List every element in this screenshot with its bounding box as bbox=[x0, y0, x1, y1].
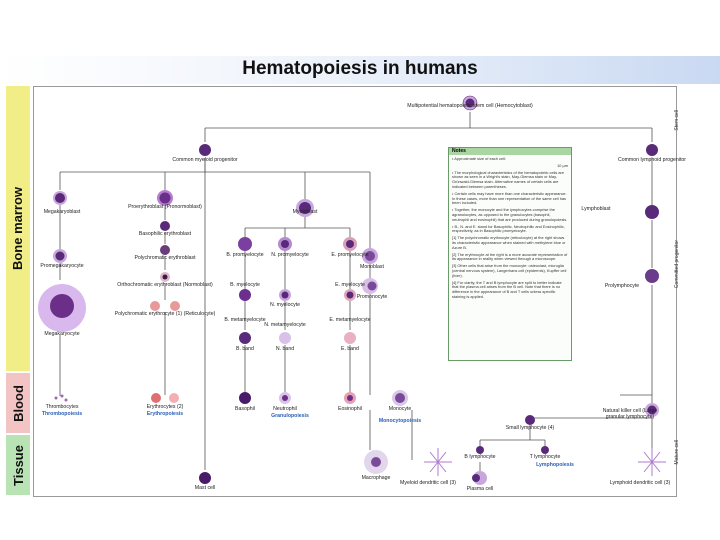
label-b-lymphocyte: B lymphocyte bbox=[464, 454, 496, 460]
mast-cell-glyph bbox=[199, 472, 211, 484]
erythrocyte-glyph bbox=[151, 393, 161, 403]
tissue-sidebar: Bone marrow Blood Tissue bbox=[6, 86, 30, 495]
notes-line: [3] Other cells that arise from the mono… bbox=[452, 263, 567, 278]
myeloid-dc-glyph bbox=[424, 448, 452, 476]
label-plasma-cell: Plasma cell bbox=[466, 486, 494, 492]
band-bone-marrow: Bone marrow bbox=[6, 86, 30, 371]
prolymphocyte-glyph bbox=[645, 269, 659, 283]
reticulocyte-glyph bbox=[150, 301, 160, 311]
notes-scale: 10 µm bbox=[557, 162, 568, 168]
notes-heading: Notes bbox=[449, 148, 571, 155]
notes-line: [1] The polychromatic erythrocyte (retic… bbox=[452, 235, 566, 250]
band-blood: Blood bbox=[6, 373, 30, 433]
b-promyelocyte-glyph bbox=[238, 237, 252, 251]
label-proerythroblast: Proerythroblast (Pronormoblast) bbox=[128, 204, 202, 210]
label-orthochromatic: Orthochromatic erythroblast (Normoblast) bbox=[117, 282, 213, 288]
label-e-promyelocyte: E. promyelocyte bbox=[331, 252, 369, 258]
label-basophil: Basophil bbox=[235, 406, 255, 412]
label-b-metamyelocyte: B. metamyelocyte bbox=[224, 317, 266, 323]
erythrocyte-glyph-2 bbox=[169, 393, 179, 403]
label-n-metamyelocyte: N. metamyelocyte bbox=[264, 322, 306, 328]
label-prolymphocyte: Prolymphocyte bbox=[604, 283, 640, 289]
cell-glyphs bbox=[38, 95, 666, 485]
label-n-promyelocyte: N. promyelocyte bbox=[271, 252, 309, 258]
lymphoid-dc-glyph bbox=[638, 448, 666, 476]
label-erythropoiesis: Erythropoiesis bbox=[146, 411, 184, 417]
label-myeloid-progenitor: Common myeloid progenitor bbox=[172, 157, 238, 163]
b-band-glyph bbox=[239, 332, 251, 344]
label-b-promyelocyte: B. promyelocyte bbox=[226, 252, 264, 258]
label-thrombocytes: Thrombocytes bbox=[45, 404, 79, 410]
basophilic-erythroblast-glyph bbox=[160, 221, 170, 231]
label-b-band: B. band bbox=[236, 346, 254, 352]
label-e-metamyelocyte: E. metamyelocyte bbox=[329, 317, 371, 323]
label-small-lymphocyte: Small lymphocyte (4) bbox=[505, 425, 555, 431]
label-eosinophil: Eosinophil bbox=[338, 406, 362, 412]
label-promegakaryocyte: Promegakaryocyte bbox=[40, 263, 84, 269]
b-myelocyte-glyph bbox=[239, 289, 251, 301]
label-promonocyte: Promonocyte bbox=[356, 294, 388, 300]
label-n-myelocyte: N. myelocyte bbox=[270, 302, 300, 308]
myeloid-progenitor-glyph bbox=[199, 144, 211, 156]
label-stem-cell: Multipotential hematopoietic stem cell (… bbox=[407, 103, 533, 109]
b-lymphocyte-glyph bbox=[476, 446, 484, 454]
label-granulopoiesis: Granulopoiesis bbox=[271, 413, 309, 419]
stem-cell-nucleus bbox=[465, 98, 475, 108]
label-megakaryocyte: Megakaryocyte bbox=[44, 331, 80, 337]
page-title: Hematopoiesis in humans bbox=[242, 58, 478, 79]
label-monoblast: Monoblast bbox=[360, 264, 384, 270]
label-macrophage: Macrophage bbox=[361, 475, 391, 481]
label-myeloblast: Myeloblast bbox=[292, 209, 318, 215]
band-tissue: Tissue bbox=[6, 435, 30, 495]
label-monocytopoiesis: Monocytopoiesis bbox=[378, 418, 422, 424]
thrombocytes-glyph bbox=[54, 394, 68, 402]
label-n-band: N. band bbox=[275, 346, 295, 352]
reticulocyte-glyph-2 bbox=[170, 301, 180, 311]
notes-line: • Together, the monocyte and the lymphoc… bbox=[452, 207, 568, 222]
t-lymphocyte-glyph bbox=[541, 446, 549, 454]
label-megakaryoblast: Megakaryoblast bbox=[43, 209, 81, 215]
n-band-glyph bbox=[279, 332, 291, 344]
notes-line: • Certain cells may have more than one c… bbox=[452, 190, 567, 206]
polychromatic-erythroblast-glyph bbox=[160, 245, 170, 255]
label-mast-cell: Mast cell bbox=[194, 485, 216, 491]
connector-lines bbox=[59, 112, 653, 475]
label-e-band: E. band bbox=[341, 346, 359, 352]
notes-line: • The morphological characteristics of t… bbox=[452, 169, 565, 189]
e-band-glyph bbox=[344, 332, 356, 344]
label-neutrophil: Neutrophil bbox=[273, 406, 297, 412]
notes-line: • B., N. and E. stand for Basophilic, Ne… bbox=[452, 223, 565, 234]
label-reticulocyte: Polychromatic erythrocyte (1) (Reticuloc… bbox=[114, 311, 216, 317]
notes-line: [2] The erythrocyte at the right is a mo… bbox=[452, 251, 568, 262]
label-myeloid-dc: Myeloid dendritic cell (3) bbox=[400, 480, 456, 486]
label-lymphoblast: Lymphoblast bbox=[581, 206, 611, 212]
lymphoid-progenitor-glyph bbox=[646, 144, 658, 156]
notes-line: • Approximate size of each cell: bbox=[452, 156, 506, 161]
label-lymphopoiesis: Lymphopoiesis bbox=[536, 462, 574, 468]
title-bar bbox=[0, 56, 720, 84]
label-nk-cell: Natural killer cell (Large granular lymp… bbox=[602, 408, 658, 420]
label-polychromatic-erythroblast: Polychromatic erythroblast bbox=[134, 255, 196, 261]
notes-box: Notes • Approximate size of each cell: 1… bbox=[448, 147, 572, 361]
right-divider bbox=[676, 86, 677, 495]
label-erythrocytes: Erythrocytes (2) bbox=[146, 404, 184, 410]
label-thrombopoiesis: Thrombopoiesis bbox=[41, 411, 83, 417]
label-b-myelocyte: B. myelocyte bbox=[230, 282, 260, 288]
label-lymphoid-progenitor: Common lymphoid progenitor bbox=[617, 157, 687, 163]
notes-body: • Approximate size of each cell: 10 µm •… bbox=[452, 156, 568, 302]
label-monocyte: Monocyte bbox=[388, 406, 412, 412]
notes-line: [4] For clarity, the T and B lymphocyte … bbox=[452, 279, 562, 299]
label-t-lymphocyte: T lymphocyte bbox=[529, 454, 561, 460]
label-basophilic-erythroblast: Basophilic erythroblast bbox=[138, 231, 192, 237]
label-e-myelocyte: E. myelocyte bbox=[335, 282, 365, 288]
lymphoblast-glyph bbox=[645, 205, 659, 219]
label-lymphoid-dc: Lymphoid dendritic cell (3) bbox=[609, 480, 671, 486]
basophil-glyph bbox=[239, 392, 251, 404]
small-lymphocyte-glyph bbox=[525, 415, 535, 425]
